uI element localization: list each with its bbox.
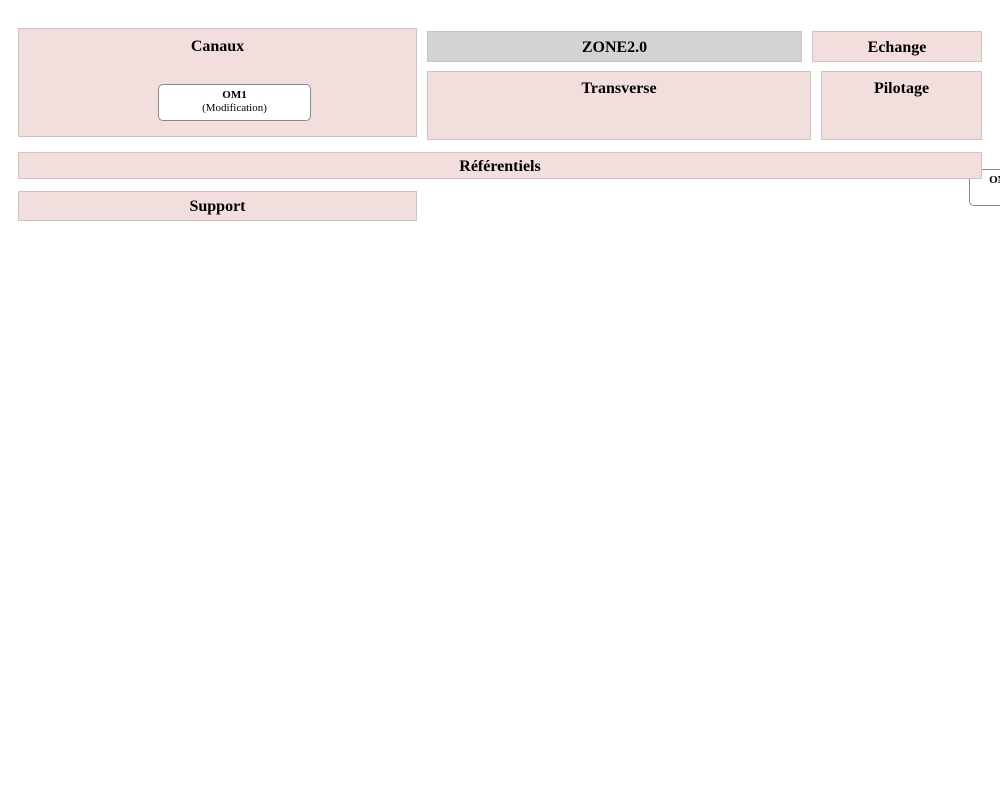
zone-panel-support[interactable]: Support [18,191,417,221]
project-card-state: (Modification) [202,101,267,114]
zone-title-zone2: ZONE2.0 [581,39,648,56]
project-card-om1[interactable]: OM1 (Modification) [158,84,311,121]
zone-title-canaux: Canaux [190,38,245,55]
project-card-name: OM PROJET TEST 1.0 [989,174,1000,186]
project-card-state: (Création) [980,187,1000,200]
zone-panel-echange[interactable]: Echange [812,31,982,62]
zone-header-zone2[interactable]: ZONE2.0 [427,31,802,62]
zone-title-referentiels: Référentiels [459,158,541,175]
zone-panel-canaux[interactable]: Canaux OM1 (Modification) [18,28,417,137]
zone-title-support: Support [189,198,246,215]
zone-title-echange: Echange [867,39,927,56]
project-card-name: OM1 [222,89,247,101]
zone-panel-pilotage[interactable]: Pilotage [821,71,982,140]
zone-title-pilotage: Pilotage [873,80,930,97]
zone-panel-transverse[interactable]: Transverse OM PROJET TEST 1.0 (Création) [427,71,1000,206]
zone-panel-referentiels[interactable]: Référentiels [18,152,982,179]
zone-title-transverse: Transverse [581,80,657,97]
